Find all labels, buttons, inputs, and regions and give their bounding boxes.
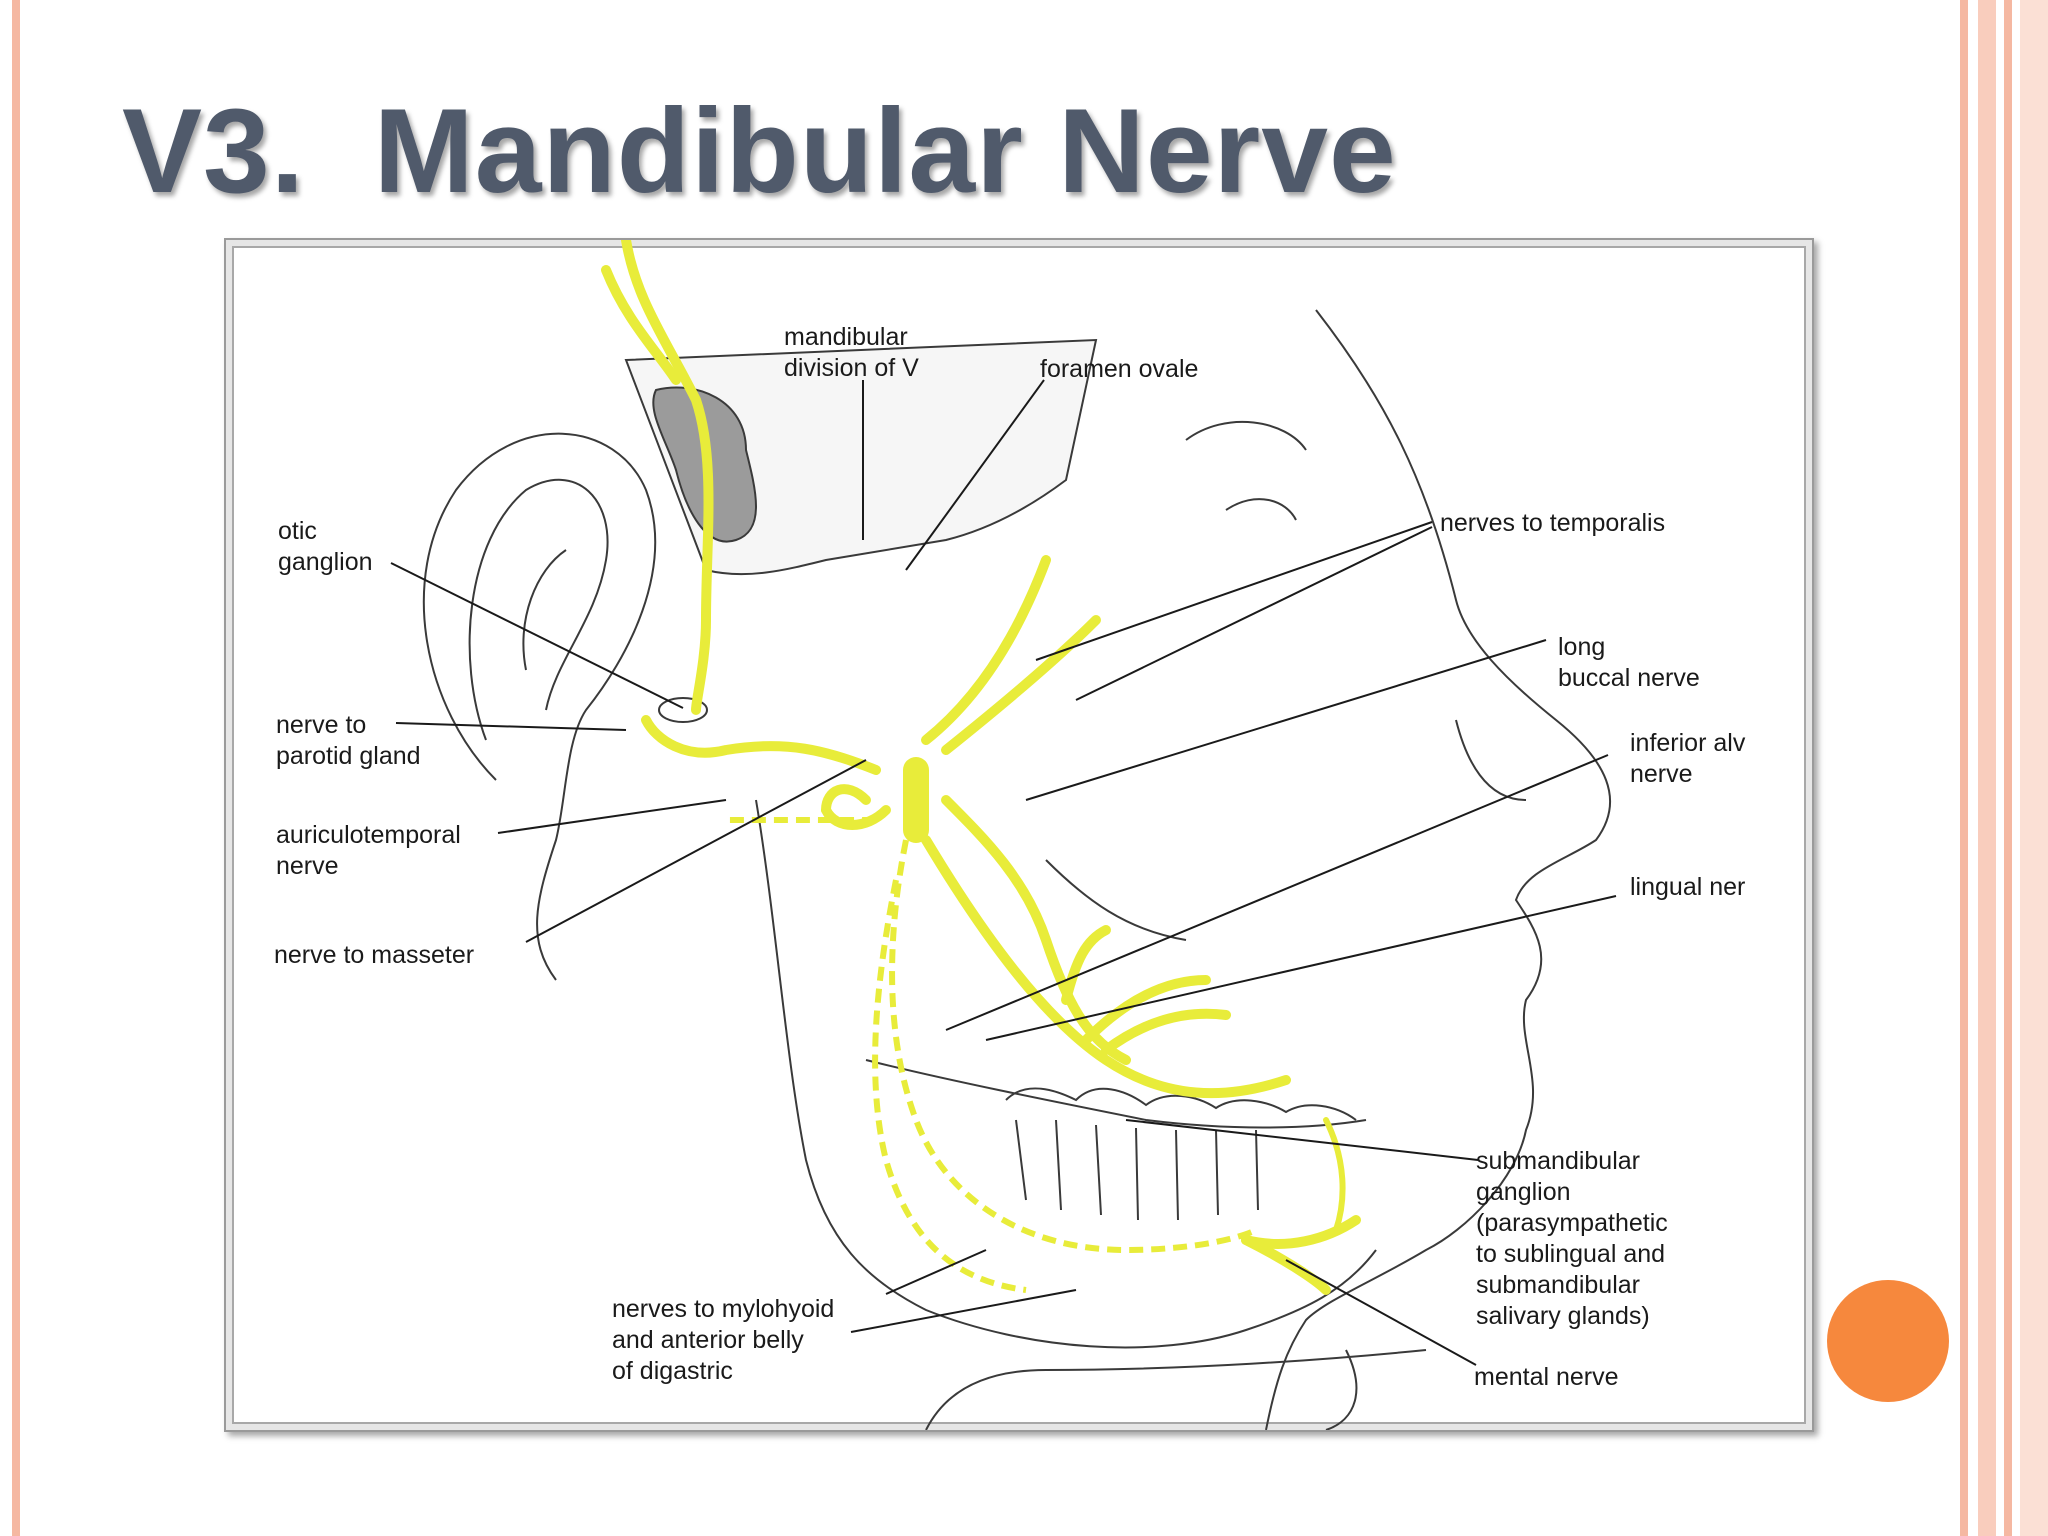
leader-nerve-to-masseter	[525, 759, 867, 943]
nerve-branches-1	[1081, 975, 1211, 1045]
nerve-scalp	[621, 240, 714, 715]
leader-mental	[1285, 1259, 1477, 1366]
leader-otic-ganglion	[390, 562, 684, 709]
label-mandibular-division: mandibular division of V	[784, 323, 919, 382]
leader-foramen-ovale	[905, 379, 1045, 571]
leader-submandibular-ganglion	[1125, 1119, 1479, 1161]
nerve-branches-2	[1101, 1008, 1231, 1055]
nerve-to-temporalis-2	[941, 615, 1101, 755]
label-submandibular-ganglion: submandibular ganglion (parasympathetic …	[1476, 1147, 1668, 1330]
leader-auriculotemporal	[497, 799, 727, 834]
face-profile	[1265, 309, 1612, 1430]
label-nerve-to-masseter: nerve to masseter	[274, 941, 475, 969]
nerve-scalp-branch	[601, 265, 681, 385]
nerve-mental-2	[1241, 1235, 1331, 1295]
label-mental-nerve: mental nerve	[1474, 1363, 1619, 1391]
head-outline	[422, 309, 1612, 1430]
label-inferior-alveolar: inferior alv nerve	[1630, 729, 1746, 788]
leader-lines	[390, 379, 1617, 1366]
nerve-inferior-alveolar-dashed	[889, 839, 1258, 1254]
leader-inferior-alveolar	[945, 754, 1609, 1031]
mandible-body	[865, 1059, 1367, 1129]
nerve-chin	[1323, 1117, 1346, 1233]
ear-fold	[522, 549, 567, 671]
slide-frame-right-edge	[2020, 0, 2048, 1536]
chin-line	[1325, 1349, 1358, 1430]
nerve-loop	[820, 784, 891, 830]
teeth-roots	[1015, 1119, 1259, 1221]
neck-line	[925, 1349, 1427, 1430]
label-foramen-ovale: foramen ovale	[1040, 355, 1199, 383]
label-mylohyoid: nerves to mylohyoid and anterior belly o…	[612, 1295, 835, 1385]
cheek-line	[1045, 859, 1187, 941]
label-otic-ganglion: otic ganglion	[278, 517, 373, 576]
leader-mylohyoid-1	[885, 1249, 987, 1295]
mandible-ramus	[755, 799, 1377, 1349]
nerve-lingual	[921, 835, 1291, 1099]
ear-inner	[468, 478, 609, 741]
label-nerves-to-temporalis: nerves to temporalis	[1440, 509, 1666, 537]
label-long-buccal: long buccal nerve	[1558, 633, 1700, 692]
leader-lingual	[985, 895, 1617, 1041]
nerve-branches-3	[1061, 925, 1111, 1005]
anatomy-figure: mandibular division of V foramen ovale o…	[224, 238, 1814, 1432]
anatomy-drawing	[390, 240, 1617, 1430]
slide-frame-left	[12, 0, 20, 1536]
slide-frame-right	[1960, 0, 1968, 1536]
nerve-auriculotemporal	[641, 715, 881, 775]
nerve-dashed	[726, 816, 1258, 1293]
label-lingual: lingual ner	[1630, 873, 1746, 901]
label-auriculotemporal: auriculotemporal nerve	[276, 821, 461, 880]
leader-temporalis-2	[1075, 526, 1433, 701]
ear-outline	[422, 432, 657, 981]
nostril	[1455, 719, 1527, 801]
label-nerve-to-parotid: nerve to parotid gland	[276, 711, 421, 770]
decorative-orange-circle	[1827, 1280, 1949, 1402]
teeth-row	[1005, 1087, 1357, 1121]
leader-long-buccal	[1025, 639, 1547, 801]
eye	[1225, 498, 1297, 521]
slide-frame-right-band	[1978, 0, 1996, 1536]
nerve-to-temporalis-1	[921, 555, 1051, 745]
leader-temporalis-1	[1035, 521, 1433, 661]
slide-title: V3. Mandibular Nerve	[122, 84, 1397, 218]
leader-mylohyoid-2	[850, 1289, 1077, 1333]
nerve-mylohyoid-dashed	[872, 879, 1027, 1293]
leader-nerve-to-parotid	[395, 722, 627, 731]
brow	[1185, 420, 1307, 451]
slide-frame-right-line	[2004, 0, 2012, 1536]
